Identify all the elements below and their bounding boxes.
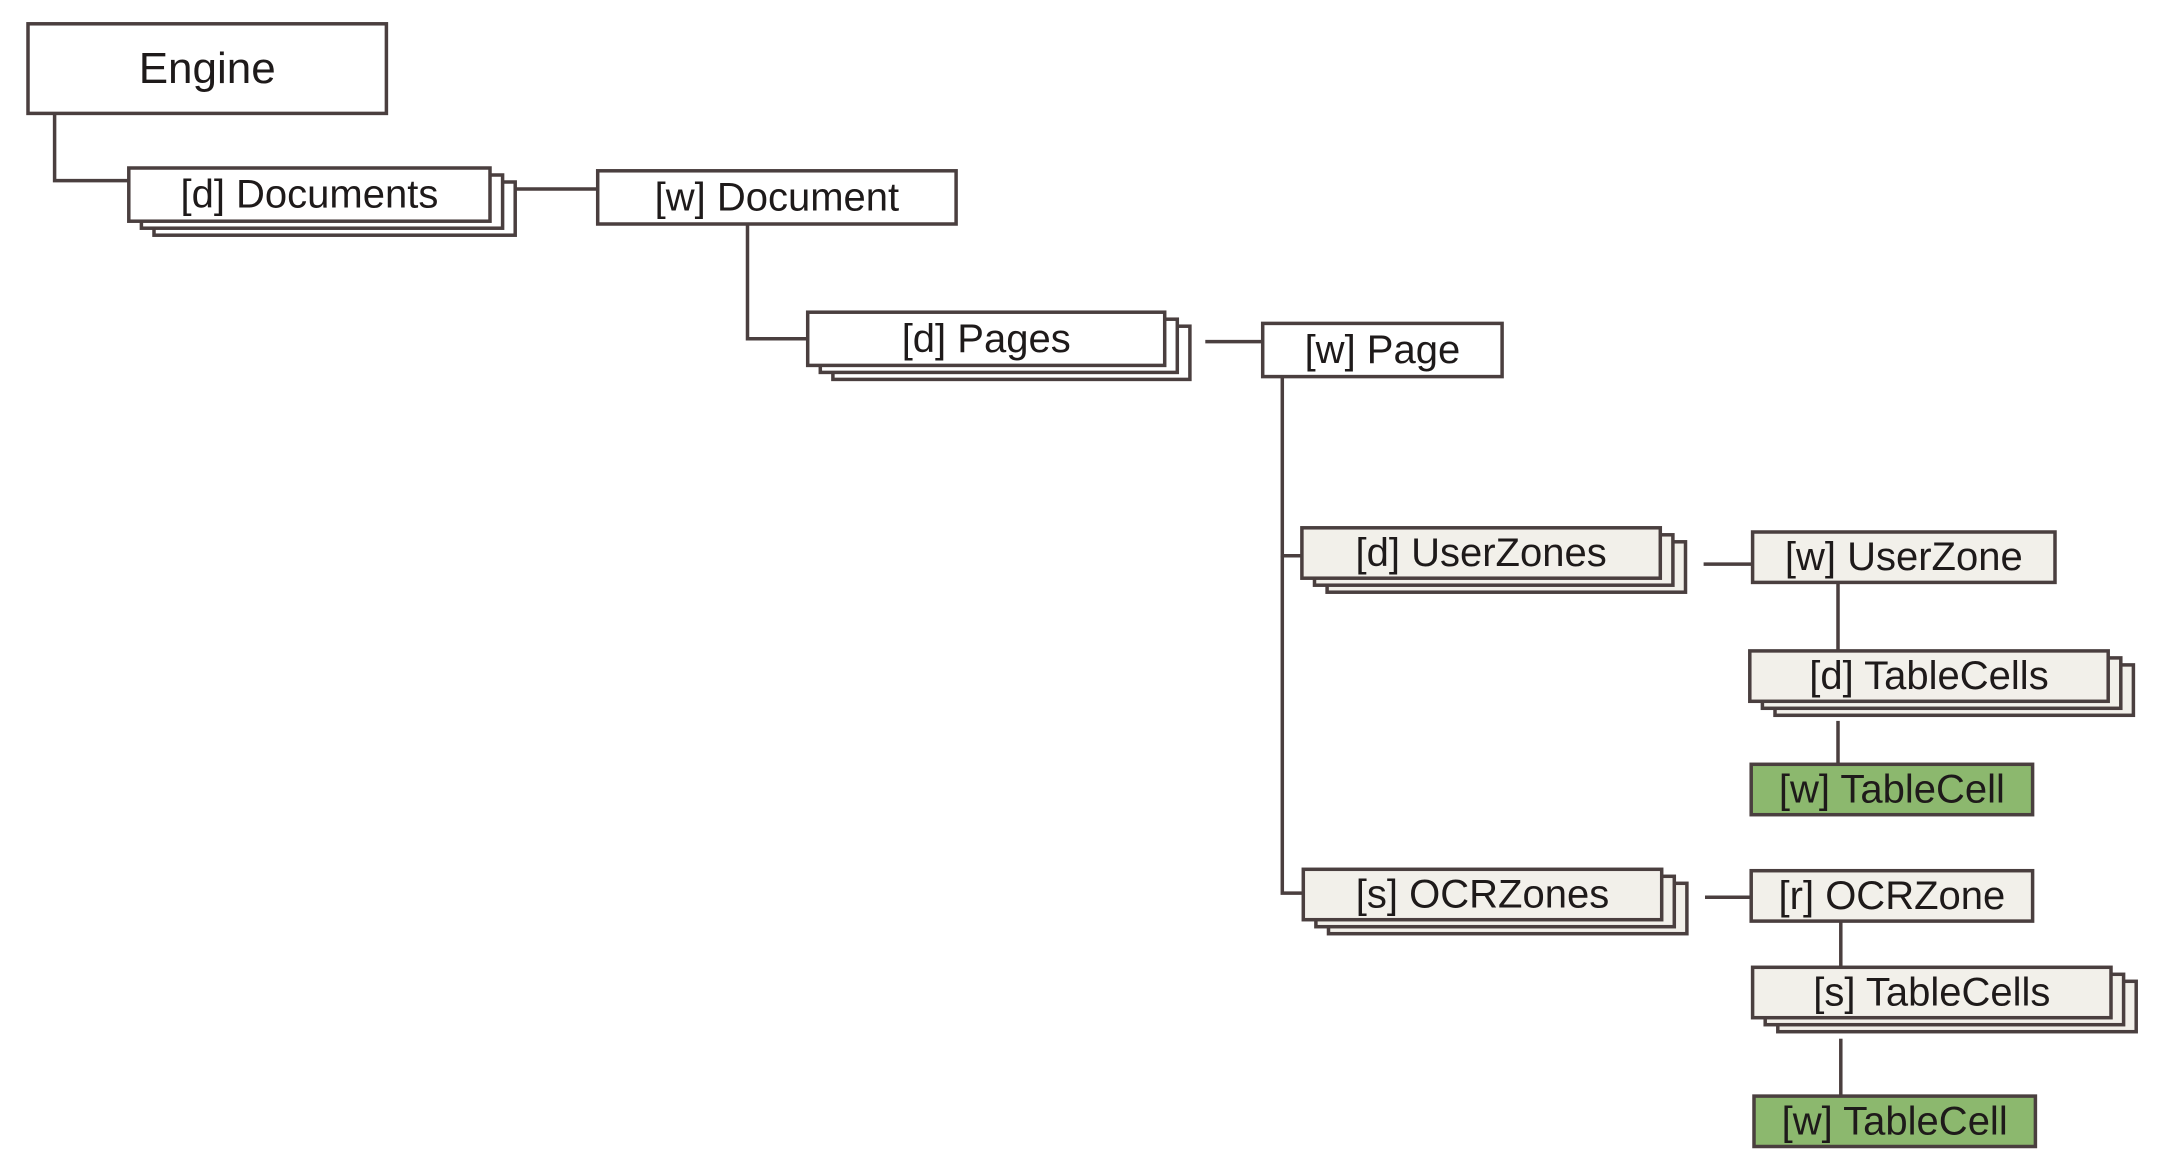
node-userzone: [w] UserZone bbox=[1750, 530, 2057, 585]
node-ocrzone: [r] OCRZone bbox=[1749, 868, 2035, 923]
node-engine-box bbox=[26, 22, 389, 116]
node-documents: [d] Documents bbox=[127, 166, 517, 237]
node-userzones-box bbox=[1300, 526, 1663, 580]
node-tablecells_d-label: [d] TableCells bbox=[1809, 654, 2048, 698]
node-engine: Engine bbox=[26, 22, 389, 116]
node-ocrzone-label: [r] OCRZone bbox=[1779, 874, 2006, 918]
node-page-box bbox=[1260, 321, 1504, 379]
node-tablecell_2: [w] TableCell bbox=[1752, 1094, 2038, 1149]
connector-page-to-userzones bbox=[1280, 376, 1302, 558]
node-ocrzones-label: [s] OCRZones bbox=[1356, 873, 1609, 917]
node-tablecells_s-label: [s] TableCells bbox=[1813, 971, 2050, 1015]
node-pages-box bbox=[805, 310, 1167, 368]
node-userzone-box bbox=[1750, 530, 2057, 585]
connector-document-to-pages bbox=[745, 224, 808, 341]
node-userzones-label: [d] UserZones bbox=[1355, 531, 1606, 575]
connector-lines bbox=[52, 113, 1843, 1097]
node-tablecell_1: [w] TableCell bbox=[1749, 762, 2035, 817]
node-tablecells_s: [s] TableCells bbox=[1750, 965, 2138, 1034]
connector-page-to-ocrzones bbox=[1280, 555, 1304, 895]
diagram-nodes: Engine [d] Documents [w] Document [d] Pages… bbox=[26, 22, 2138, 1149]
node-documents-box bbox=[127, 166, 492, 223]
node-document: [w] Document bbox=[595, 169, 958, 226]
node-ocrzones: [s] OCRZones bbox=[1301, 867, 1689, 936]
node-document-box bbox=[595, 169, 958, 226]
connector-engine-to-documents bbox=[52, 113, 131, 183]
node-tablecell_1-box bbox=[1749, 762, 2035, 817]
node-pages: [d] Pages bbox=[805, 310, 1192, 382]
node-page-label: [w] Page bbox=[1305, 328, 1461, 372]
node-tablecell_2-box bbox=[1752, 1094, 2038, 1149]
node-tablecell_1-label: [w] TableCell bbox=[1779, 768, 2005, 812]
node-ocrzone-box bbox=[1749, 868, 2035, 923]
node-tablecells_s-box bbox=[1750, 965, 2113, 1020]
node-document-label: [w] Document bbox=[655, 175, 900, 219]
node-documents-label: [d] Documents bbox=[180, 173, 438, 217]
node-userzone-label: [w] UserZone bbox=[1785, 535, 2023, 579]
node-tablecells_d: [d] TableCells bbox=[1748, 649, 2136, 718]
node-userzones: [d] UserZones bbox=[1300, 526, 1688, 594]
node-page: [w] Page bbox=[1260, 321, 1504, 379]
node-engine-label: Engine bbox=[139, 44, 276, 93]
node-tablecell_2-label: [w] TableCell bbox=[1782, 1099, 2008, 1143]
node-pages-label: [d] Pages bbox=[902, 317, 1071, 361]
node-tablecells_d-box bbox=[1748, 649, 2110, 704]
node-ocrzones-box bbox=[1301, 867, 1664, 922]
